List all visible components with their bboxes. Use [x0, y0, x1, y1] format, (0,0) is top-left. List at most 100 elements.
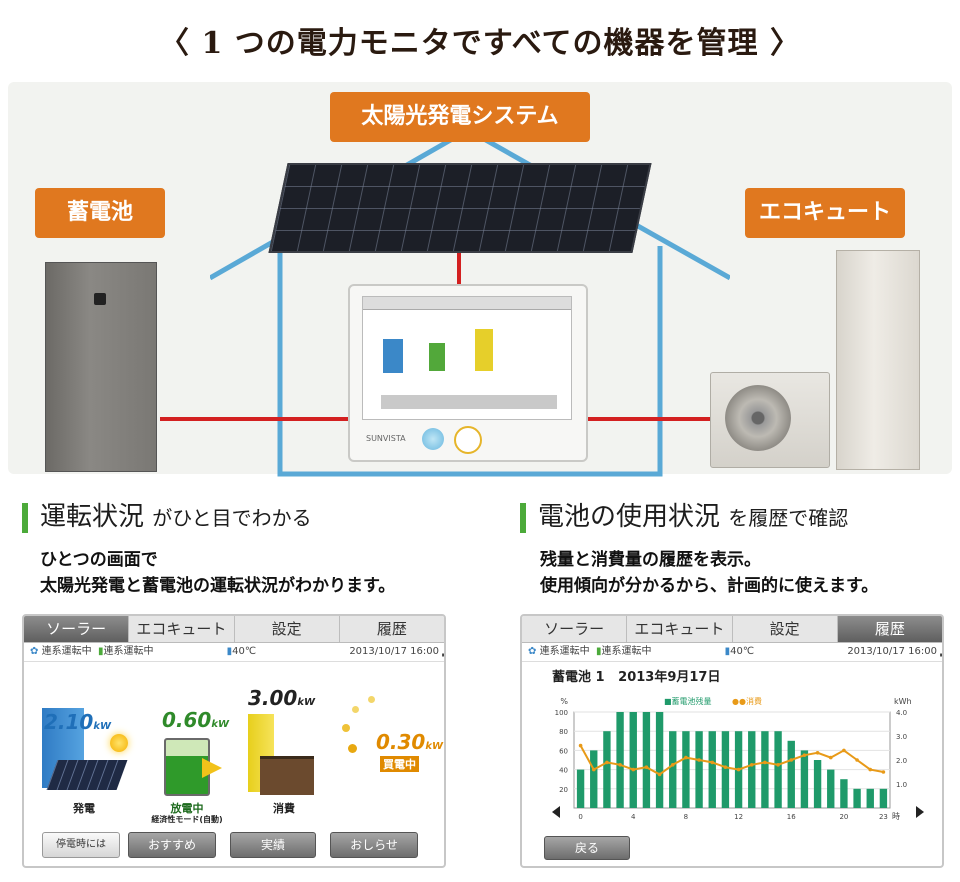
flow-dots-icon: [340, 696, 390, 756]
data-bar: [866, 788, 874, 808]
generation-value: 2.10kW: [44, 710, 112, 734]
recommend-button[interactable]: おすすめ: [128, 832, 216, 858]
solar-status-screen: ソーラー エコキュート 設定 履歴 ✿ 連系運転中 ▮連系運転中 ▮40℃ 20…: [22, 614, 446, 868]
data-bar: [682, 731, 690, 808]
consumption-point: [776, 763, 780, 767]
y-tick-label: 100: [555, 709, 568, 717]
consumption-point: [578, 743, 583, 748]
y2-tick-label: 4.0: [896, 709, 907, 717]
page-title: 〈 1 つの電力モニタですべての機器を管理 〉: [159, 26, 801, 61]
outage-info-button[interactable]: 停電時には: [42, 832, 120, 858]
scroll-right-icon[interactable]: [916, 806, 924, 818]
connector-line-solar: [457, 247, 461, 285]
data-bar: [576, 769, 585, 808]
data-bar: [774, 731, 782, 808]
grid-mode-status: 連系運転中: [41, 646, 92, 657]
generation-label: 発電: [73, 802, 95, 815]
data-bar: [879, 788, 888, 808]
x-axis-unit: 時: [892, 812, 900, 821]
left-section-description: ひとつの画面で 太陽光発電と蓄電池の運転状況がわかります。: [40, 550, 396, 596]
purchase-status-badge: 買電中: [380, 756, 419, 772]
consumption-point: [749, 763, 754, 767]
datetime: 2013/10/17 16:00: [349, 646, 439, 657]
consumption-point: [670, 763, 675, 767]
consumption-point: [868, 767, 873, 772]
right-section-description: 残量と消費量の履歴を表示。 使用傾向が分かるから、計画的に使えます。: [540, 550, 879, 596]
data-bar: [655, 712, 664, 808]
x-tick-label: 20: [839, 813, 848, 821]
consumption-point: [881, 770, 886, 774]
y2-tick-label: 1.0: [896, 781, 907, 789]
data-bar: [840, 779, 848, 808]
consumption-point: [605, 760, 609, 765]
consumption-point: [657, 772, 662, 777]
legend-line: ●●消費: [732, 696, 762, 706]
x-tick-label: 16: [787, 813, 796, 821]
legend-bar: ■蓄電池残量: [664, 696, 712, 706]
data-bar: [761, 731, 769, 808]
y-tick-label: 80: [559, 728, 568, 736]
label-battery: 蓄電池: [35, 188, 165, 238]
fan-icon: [725, 385, 791, 451]
tab-solar[interactable]: ソーラー: [24, 616, 130, 642]
y-axis-unit: %: [560, 697, 568, 706]
x-tick-label: 0: [578, 813, 582, 821]
data-bar: [827, 769, 835, 808]
water-heater-tank-icon: [836, 250, 920, 470]
data-bar: [629, 712, 637, 808]
monitor-home-button[interactable]: [454, 426, 482, 454]
tank-temperature: 40℃: [730, 646, 755, 657]
y2-tick-label: 3.0: [896, 733, 907, 741]
signal-icon: ▂▄▆: [937, 646, 942, 657]
tab-ecocute[interactable]: エコキュート: [129, 616, 235, 642]
data-bar: [748, 731, 756, 808]
left-section-heading: 運転状況 がひと目でわかる: [22, 496, 312, 533]
discharge-label: 放電中: [170, 802, 204, 815]
tab-solar[interactable]: ソーラー: [522, 616, 628, 642]
tab-settings[interactable]: 設定: [235, 616, 340, 642]
y2-tick-label: 2.0: [896, 757, 907, 765]
gear-icon: ✿: [528, 646, 537, 657]
consumption-point: [815, 751, 820, 755]
consumption-point: [723, 765, 728, 769]
monitor-dial-button[interactable]: [422, 428, 444, 450]
arrow-right-icon: [202, 758, 222, 778]
heat-pump-unit-icon: [710, 372, 830, 468]
power-monitor-device: SUNVISTA: [348, 284, 588, 462]
consumption-point: [697, 758, 701, 762]
battery-icon: ▮: [97, 646, 104, 657]
scroll-left-icon[interactable]: [552, 806, 560, 818]
connector-line-battery: [160, 417, 350, 421]
signal-icon: ▂▄▆: [439, 646, 444, 657]
results-button[interactable]: 実績: [230, 832, 316, 858]
tab-settings[interactable]: 設定: [733, 616, 838, 642]
heading-accent-bar: [520, 502, 526, 533]
notice-button[interactable]: おしらせ: [330, 832, 418, 858]
consumption-point: [644, 765, 649, 769]
tank-temperature: 40℃: [232, 646, 257, 657]
battery-mode-status: 連系運転中: [103, 646, 154, 657]
label-solar-system: 太陽光発電システム: [330, 92, 590, 142]
tab-history[interactable]: 履歴: [837, 616, 942, 642]
data-bar: [603, 731, 611, 808]
x-tick-label: 23: [879, 813, 888, 821]
y-tick-label: 20: [559, 786, 568, 794]
history-date: 2013年9月17日: [618, 670, 721, 685]
data-bar: [708, 731, 716, 808]
monitor-brand-logo: SUNVISTA: [366, 434, 406, 443]
tab-ecocute[interactable]: エコキュート: [627, 616, 733, 642]
tab-history[interactable]: 履歴: [376, 620, 407, 638]
x-tick-label: 8: [684, 813, 688, 821]
status-bar: ✿ 連系運転中 ▮連系運転中 ▮40℃ 2013/10/17 16:00 ▂▄▆: [522, 643, 942, 662]
screen-tabs: ソーラー エコキュート 設定 履歴: [24, 616, 444, 643]
battery-mode-status: 連系運転中: [601, 646, 652, 657]
gear-icon: ✿: [30, 646, 39, 657]
consumption-point: [631, 767, 636, 772]
grid-mode-status: 連系運転中: [539, 646, 590, 657]
consumption-point: [828, 755, 833, 760]
screen-tabs: ソーラー エコキュート 設定 履歴: [522, 616, 942, 643]
back-button[interactable]: 戻る: [544, 836, 630, 860]
history-title: 蓄電池 1 2013年9月17日: [552, 670, 721, 685]
data-bar: [721, 731, 730, 808]
consumption-point: [855, 758, 859, 762]
